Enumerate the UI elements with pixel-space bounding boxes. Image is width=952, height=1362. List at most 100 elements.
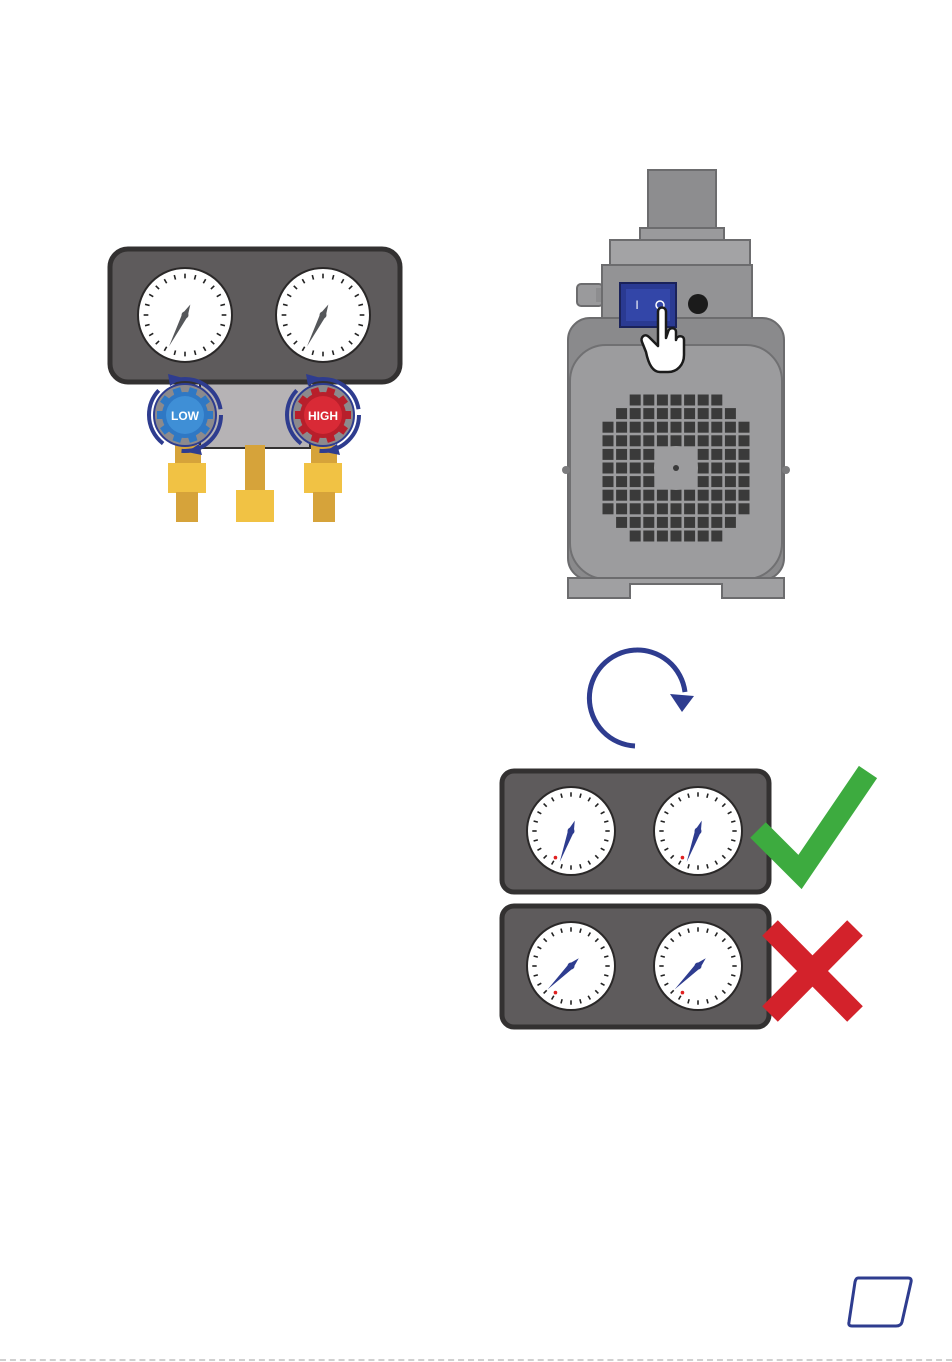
gauge-tick [661, 840, 665, 841]
gauge-zero-mark [681, 991, 685, 995]
gauge-tick [604, 840, 608, 841]
hose-center [236, 445, 274, 522]
grille-slot [630, 449, 641, 460]
gauge-pivot [568, 963, 575, 970]
low-label: LOW [171, 409, 200, 423]
check-icon [758, 772, 868, 872]
grille-slot [739, 490, 750, 501]
grille-slot [698, 422, 709, 433]
grille-slot [698, 408, 709, 419]
grille-slot [739, 476, 750, 487]
grille-slot [630, 517, 641, 528]
gauge-incorrect-low [527, 922, 615, 1010]
gauge-tick [580, 999, 581, 1003]
grille-slot [603, 449, 614, 460]
grille-slot [643, 517, 654, 528]
grille-slot [671, 422, 682, 433]
gauge-tick [688, 864, 689, 868]
grille-slot [603, 422, 614, 433]
gauge-tick [580, 929, 581, 933]
grille-slot [684, 503, 695, 514]
gauge-pivot [568, 828, 575, 835]
grille-slot [725, 463, 736, 474]
grille-slot [725, 476, 736, 487]
grille-slot [630, 435, 641, 446]
low-valve-knob[interactable]: LOW [149, 379, 221, 451]
grille-slot [603, 463, 614, 474]
grille-slot [698, 503, 709, 514]
grille-slot [657, 435, 668, 446]
gauge-pivot [695, 828, 702, 835]
grille-slot [671, 517, 682, 528]
grille-slot [711, 503, 722, 514]
gauge-pivot [182, 312, 189, 319]
grille-slot [616, 449, 627, 460]
gauge-incorrect-high [654, 922, 742, 1010]
grille-slot [711, 463, 722, 474]
result-incorrect [502, 906, 855, 1027]
grille-slot [739, 449, 750, 460]
gauge-tick [731, 821, 735, 822]
grille-slot [711, 517, 722, 528]
grille-slot [698, 395, 709, 406]
grille-slot [630, 490, 641, 501]
pump-indicator [688, 294, 708, 314]
result-correct [502, 771, 868, 892]
gauge-tick [731, 975, 735, 976]
grille-slot [711, 395, 722, 406]
grille-slot [603, 476, 614, 487]
gauge-pivot [320, 312, 327, 319]
grille-slot [739, 463, 750, 474]
gauge-correct-high [654, 787, 742, 875]
grille-slot [643, 503, 654, 514]
gauge-zero-mark [554, 856, 558, 860]
grille-slot [643, 408, 654, 419]
gauge-tick [604, 975, 608, 976]
arrow-head-icon [670, 694, 694, 712]
hose-high [304, 445, 342, 522]
grille-slot [643, 449, 654, 460]
cross-icon [770, 928, 855, 1014]
grille-slot [630, 463, 641, 474]
manifold-gauge: LOW HIGH [110, 249, 400, 522]
grille-slot [684, 531, 695, 542]
grille-slot [698, 463, 709, 474]
grille-slot [657, 517, 668, 528]
grille-slot [698, 517, 709, 528]
grille-slot [725, 422, 736, 433]
gauge-tick [561, 794, 562, 798]
grille-slot [671, 395, 682, 406]
gauge-tick [534, 956, 538, 957]
gauge-tick [580, 864, 581, 868]
grille-slot [698, 490, 709, 501]
pump-feet [568, 578, 784, 598]
grille-slot [616, 503, 627, 514]
gauge-tick [707, 794, 708, 798]
grille-slot [643, 531, 654, 542]
grille-slot [643, 422, 654, 433]
grille-slot [739, 503, 750, 514]
high-pressure-gauge [276, 268, 370, 362]
gauge-tick [707, 864, 708, 868]
gauge-tick [688, 999, 689, 1003]
grille-slot [630, 422, 641, 433]
gauge-tick [604, 956, 608, 957]
grille-slot [630, 476, 641, 487]
gauge-zero-mark [681, 856, 685, 860]
gauge-tick [604, 821, 608, 822]
gauge-tick [688, 929, 689, 933]
gauge-tick [731, 840, 735, 841]
grille-slot [671, 408, 682, 419]
gauge-tick [561, 929, 562, 933]
grille-slot [725, 503, 736, 514]
grille-slot [711, 531, 722, 542]
grille-slot [684, 490, 695, 501]
grille-slot [616, 408, 627, 419]
grille-slot [671, 435, 682, 446]
grille-slot [711, 490, 722, 501]
grille-slot [643, 435, 654, 446]
grille-slot [643, 395, 654, 406]
gauge-tick [661, 956, 665, 957]
gauge-tick [661, 821, 665, 822]
